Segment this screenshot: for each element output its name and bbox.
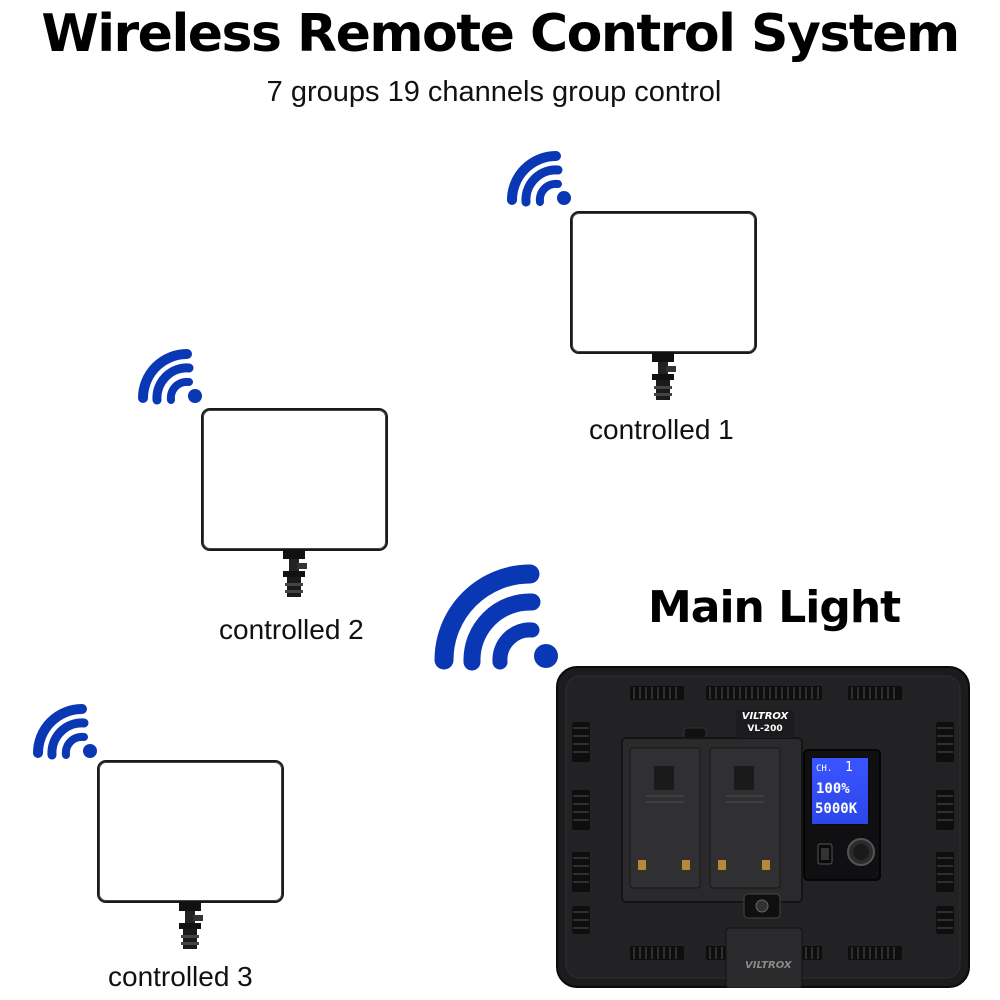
camera-mount-icon: [283, 549, 307, 597]
camera-mount-icon: [179, 901, 203, 949]
page-title: Wireless Remote Control System: [41, 4, 960, 64]
page-subtitle: 7 groups 19 channels group control: [266, 76, 722, 108]
lcd-channel-label: CH.: [816, 764, 833, 774]
caption-controlled-3: controlled 3: [108, 961, 253, 992]
lcd-channel-value: 1: [845, 760, 853, 775]
power-switch-icon: [817, 843, 833, 865]
wifi-signal-icon: [434, 564, 558, 671]
brand-logo: VILTROX: [741, 711, 789, 722]
caption-controlled-1: controlled 1: [589, 414, 734, 445]
dimmer-knob-icon: [847, 838, 875, 866]
lcd-color-temp: 5000K: [815, 801, 858, 817]
caption-controlled-2: controlled 2: [219, 614, 364, 645]
lcd-display: CH. 1 100% 5000K: [811, 757, 869, 825]
lcd-brightness: 100%: [816, 781, 850, 797]
led-panel-controlled-1: [570, 211, 757, 354]
main-light-panel: [556, 666, 970, 988]
led-panel-controlled-3: [97, 760, 284, 903]
main-light-title: Main Light: [648, 582, 901, 633]
camera-mount-icon: [652, 352, 676, 400]
led-panel-controlled-2: [201, 408, 388, 551]
wifi-signal-icon: [507, 151, 571, 207]
wifi-signal-icon: [33, 704, 97, 760]
model-label: VL-200: [747, 724, 783, 734]
wifi-signal-icon: [138, 349, 202, 405]
brand-logo-bottom: VILTROX: [745, 960, 792, 971]
